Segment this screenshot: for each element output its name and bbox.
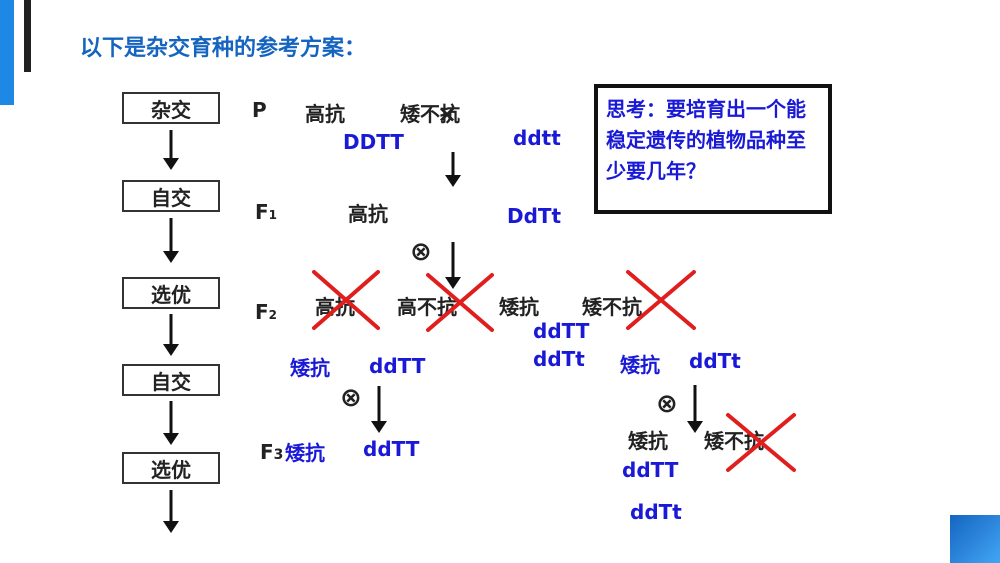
f2-genotype-ddTT: ddTT [533, 319, 590, 343]
slide-title: 以下是杂交育种的参考方案： [80, 36, 367, 61]
step-select-2: 选优 [122, 452, 220, 484]
f2-selected-right-phenotype: 矮抗 [620, 353, 660, 377]
strike-dwarf-nonresistant [626, 270, 696, 330]
step-select-1: 选优 [122, 277, 220, 309]
f2-selected-left-phenotype: 矮抗 [290, 356, 330, 380]
strike-tall-nonresistant [426, 273, 494, 332]
step-hybridize: 杂交 [122, 92, 220, 124]
f3-left-genotype: ddTT [363, 437, 420, 461]
f2-phenotype-dwarf-nonresistant: 矮不抗 [582, 295, 642, 319]
accent-bar [0, 0, 14, 105]
step-self-cross-1: 自交 [122, 180, 220, 212]
generation-f1: F1 [255, 200, 278, 224]
f3-right-phenotype-dwarf-resistant: 矮抗 [628, 429, 668, 453]
f3-right-genotype-ddTT: ddTT [622, 458, 679, 482]
p-parent1-genotype: DDTT [343, 130, 404, 154]
f2-selected-left-genotype: ddTT [369, 354, 426, 378]
selfing-symbol-right: ⊗ [656, 389, 678, 419]
f2-phenotype-dwarf-resistant: 矮抗 [499, 295, 539, 319]
f1-phenotype: 高抗 [348, 202, 388, 226]
selfing-symbol-f1: ⊗ [410, 237, 432, 267]
p-parent2-genotype: ddtt [513, 126, 561, 150]
generation-p: P [252, 98, 267, 122]
p-parent1-phenotype: 高抗 [305, 102, 345, 126]
accent-line [24, 0, 31, 72]
strike-f3-dwarf-nonresistant [726, 413, 796, 472]
generation-f2: F2 [255, 300, 278, 324]
f3-left-phenotype: 矮抗 [285, 441, 325, 465]
f2-selected-right-genotype: ddTt [689, 349, 741, 373]
f3-right-genotype-ddTt: ddTt [630, 500, 682, 524]
thinking-question-box: 思考：要培育出一个能稳定遗传的植物品种至少要几年？ [594, 84, 832, 214]
generation-f3: F3 [260, 440, 284, 464]
p-parent2-phenotype: 矮不抗 [400, 102, 460, 126]
cross-symbol: × [437, 100, 458, 128]
step-self-cross-2: 自交 [122, 364, 220, 396]
corner-decoration [950, 515, 1000, 563]
f1-genotype: DdTt [507, 204, 562, 228]
selfing-symbol-left: ⊗ [340, 383, 362, 413]
strike-tall-resistant [312, 270, 380, 330]
f2-genotype-ddTt: ddTt [533, 347, 585, 371]
